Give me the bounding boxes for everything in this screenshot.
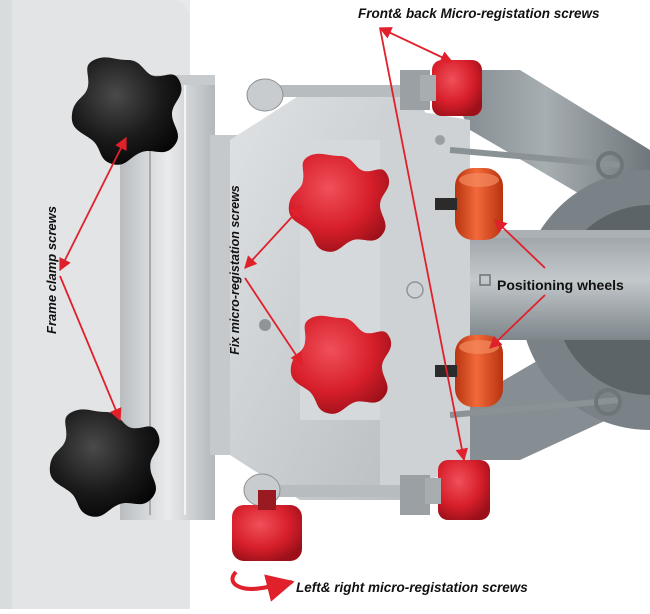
red-knob-fix-lower <box>290 315 392 414</box>
positioning-wheel-lower <box>435 335 503 407</box>
label-fix-micro-screws: Fix micro-registation screws <box>228 185 242 355</box>
red-knob-left-right <box>232 490 302 561</box>
red-knob-fix-upper <box>288 153 390 252</box>
red-knob-front-back-bottom <box>425 460 490 520</box>
rotation-arrow <box>230 570 295 602</box>
black-knob-lower <box>49 409 160 517</box>
turnbuckle-top <box>449 147 621 168</box>
red-knob-front-back-top <box>420 60 482 116</box>
turnbuckle-bottom <box>449 397 621 418</box>
label-front-back-screws: Front& back Micro-registation screws <box>358 6 600 21</box>
annotation-arrows <box>59 27 546 462</box>
positioning-wheel-upper <box>435 168 503 240</box>
label-left-right-screws: Left& right micro-registation screws <box>296 580 528 595</box>
label-positioning-wheels: Positioning wheels <box>497 277 624 293</box>
label-frame-clamp-screws: Frame clamp screws <box>44 206 59 334</box>
